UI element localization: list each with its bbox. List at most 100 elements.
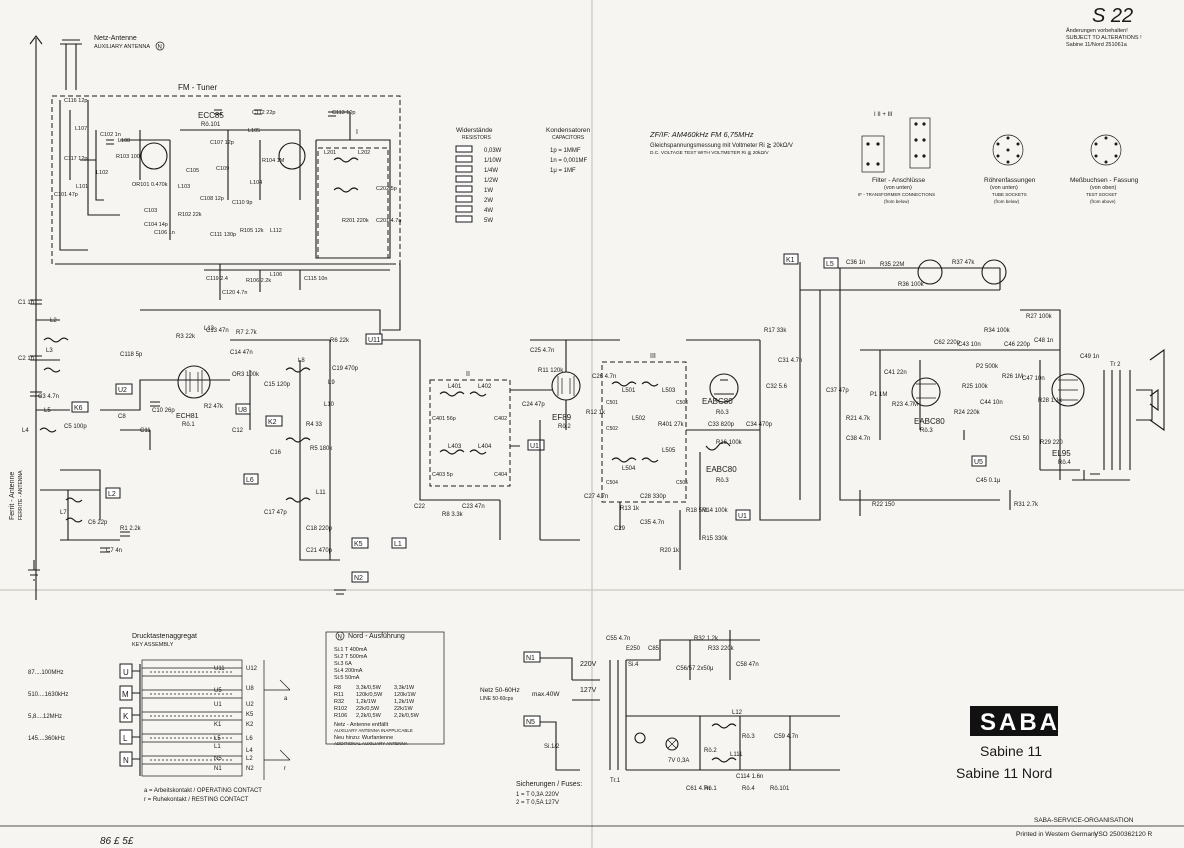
label-components-72: C19 470p xyxy=(332,366,359,372)
label-components-31: R201 220k xyxy=(342,218,369,224)
label-keys-right_column-0: U11 xyxy=(368,337,380,344)
label-connector_legend-0-title: Filter - Anschlüsse xyxy=(872,177,925,184)
label-power_supply-tubes-3: Rö.4 xyxy=(742,786,755,792)
label-components-7: L108 xyxy=(118,138,130,144)
label-components-43: L5 xyxy=(44,408,51,414)
label-components-99: L504 xyxy=(622,466,636,472)
label-tube_labels-3: EABC80 xyxy=(706,465,737,474)
label-keys-right_column-7: K2 xyxy=(268,419,277,426)
label-key_assembly-bands-2: 5,8....12MHz xyxy=(28,714,62,720)
power-supply: Netz 50-60Hz LINE 50-60cps max.40W 220V … xyxy=(480,630,840,806)
antenna-section: Netz-Antenne AUXILIARY ANTENNA N Ferrit … xyxy=(9,35,165,581)
label-components-18: C110 9p xyxy=(232,200,252,206)
label-resistor_legend-items-5: 2W xyxy=(484,198,493,204)
revision-note-3: Sabine 11/Nord 251061a xyxy=(1066,42,1128,48)
label-connector_legend-0-top_labels: I II + III xyxy=(874,112,893,118)
label-components-110: C34 470p xyxy=(746,422,773,428)
label-components-152: R22 150 xyxy=(872,502,895,508)
label-components-138: P2 500k xyxy=(976,364,999,370)
label-components-49: C10 26p xyxy=(152,408,175,414)
label-power_supply-fuse2: 2 = T 0,5A 127V xyxy=(516,800,559,806)
label-components-126: R37 47k xyxy=(952,260,975,266)
label-components-83: C403 5p xyxy=(432,472,453,478)
fm-tuner-tube-ref: Rö.101 xyxy=(201,122,221,128)
label-components-129: R21 4.7k xyxy=(846,416,871,422)
if-info: ZF/IF: AM460kHz FM 6,75MHz Gleichspannun… xyxy=(649,130,793,156)
label-connector_legend-2-sub1: (von oben) xyxy=(1090,185,1116,191)
svg-text:II: II xyxy=(466,371,470,378)
label-components-64: C16 xyxy=(270,450,282,456)
label-nord_box-resistors-1-2: 120k/1W xyxy=(394,692,417,698)
label-components-156: E250 xyxy=(626,646,641,652)
label-components-134: R24 220k xyxy=(954,410,981,416)
label-components-109: C33 820p xyxy=(708,422,735,428)
label-components-106: R17 33k xyxy=(764,328,787,334)
label-components-115: R13 1k xyxy=(620,506,640,512)
label-connector_legend-0-sub2: IF - TRANSFORMER CONNECTIONS xyxy=(858,192,935,197)
label-keys-right_column-10: N2 xyxy=(354,575,363,582)
label-keys-right_column-8: L5 xyxy=(826,261,834,268)
model-name-2: Sabine 11 Nord xyxy=(956,765,1052,781)
label-components-67: L11 xyxy=(316,490,326,496)
label-key_assembly-contacts_right2-2: K2 xyxy=(246,722,254,728)
label-components-170: C59 4.7n xyxy=(774,734,798,740)
label-components-161: C56/57 2x50μ xyxy=(676,666,714,672)
label-components-32: C201 4.7n xyxy=(376,218,401,224)
label-components-133: R23 4.7M xyxy=(892,402,918,408)
label-components-45: L4 xyxy=(22,428,29,434)
label-capacitor_legend-items-0: 1p = 1MMF xyxy=(550,148,581,154)
brand-block: SABA Sabine 11 Sabine 11 Nord xyxy=(956,706,1058,781)
label-key_assembly-bands-3: 145....360kHz xyxy=(28,736,65,742)
label-nord_box-resistors-1-1: 120k/0,5W xyxy=(356,692,383,698)
label-components-111: R401 27k xyxy=(658,422,685,428)
label-components-112: R16 100k xyxy=(716,440,743,446)
label-components-127: C62 220p xyxy=(934,340,961,346)
label-connector_legend-0-sub3: (from below) xyxy=(884,199,910,204)
eabc80-stage: R17 33k C31 4.7n C32 5.6 C33 820p C34 47… xyxy=(614,328,802,570)
label-components-33: C119 2.4 xyxy=(206,276,228,282)
label-components-25: L104 xyxy=(250,180,262,186)
label-capacitor_legend-items-2: 1μ = 1MF xyxy=(550,168,576,174)
label-nord_box-note2_en: ADDITIONAL AUXILIARY ANTENNA xyxy=(334,741,408,746)
label-nord_box-resistors-4-0: R106 xyxy=(334,713,347,719)
footer-org: SABA-SERVICE-ORGANISATION xyxy=(1034,817,1134,824)
label-nord_box-badge: N xyxy=(338,635,342,641)
label-resistor_legend-items-1: 1/10W xyxy=(484,158,502,164)
label-components-27: C113 10p xyxy=(332,110,355,116)
label-power_supply-tubes-1: Rö.3 xyxy=(742,734,755,740)
ef89-stage: R11 120k C25 4.7n C26 4.7n EF89 Rö.2 R12… xyxy=(530,339,620,500)
label-components-142: C47 10n xyxy=(1022,376,1045,382)
label-components-136: R25 100k xyxy=(962,384,989,390)
label-components-74: C6 22p xyxy=(88,520,108,526)
label-keys-right_column-9: L1 xyxy=(394,541,402,548)
label-components-53: R3 22k xyxy=(176,334,196,340)
label-components-84: C404 xyxy=(494,472,507,478)
label-components-71: R6 22k xyxy=(330,338,350,344)
label-key_assembly-contacts_right2-0: U12 xyxy=(246,666,258,672)
svg-text:r: r xyxy=(284,766,286,772)
label-components-168: C114 1.6n xyxy=(736,774,763,780)
label-components-47: C118 5p xyxy=(120,352,143,358)
label-components-143: R27 100k xyxy=(1026,314,1053,320)
label-components-132: C41 22n xyxy=(884,370,907,376)
label-keys-right_column-4: K5 xyxy=(354,541,363,548)
label-capacitor_legend-subtitle: CAPACITORS xyxy=(552,135,585,141)
label-nord_box-resistors-4-1: 2,2k/0,5W xyxy=(356,713,382,719)
label-key_assembly-contacts_right2-1: U2 xyxy=(246,702,254,708)
label-key_assembly-contacts_right2-3: L6 xyxy=(246,736,253,742)
label-nord_box-note2: Neu hinzu: Wurfantenne xyxy=(334,735,393,741)
if-filter-ii: II L401 L402 C401 56p C402 L403 L404 C40… xyxy=(382,339,545,540)
label-components-35: R106 2.2k xyxy=(246,278,271,284)
label-components-81: L403 xyxy=(448,444,462,450)
label-nord_box-note1: Netz - Antenne entfällt xyxy=(334,722,389,728)
label-if_info-line1: ZF/IF: AM460kHz FM 6,75MHz xyxy=(649,130,754,139)
label-components-66: R5 180k xyxy=(310,446,333,452)
label-components-107: C31 4.7n xyxy=(778,358,802,364)
label-components-155: C55 4.7n xyxy=(606,636,630,642)
label-components-95: C27 4.7n xyxy=(584,494,608,500)
label-if_info-line2: Gleichspannungsmessung mit Voltmeter Ri … xyxy=(650,143,793,149)
label-key_assembly-bands-1: 510....1630kHz xyxy=(28,692,68,698)
antenna-title: Netz-Antenne xyxy=(94,35,137,42)
label-capacitor_legend-items-1: 1n = 0,001MF xyxy=(550,158,588,164)
revision-note-1: Änderungen vorbehalten! xyxy=(1066,27,1128,34)
